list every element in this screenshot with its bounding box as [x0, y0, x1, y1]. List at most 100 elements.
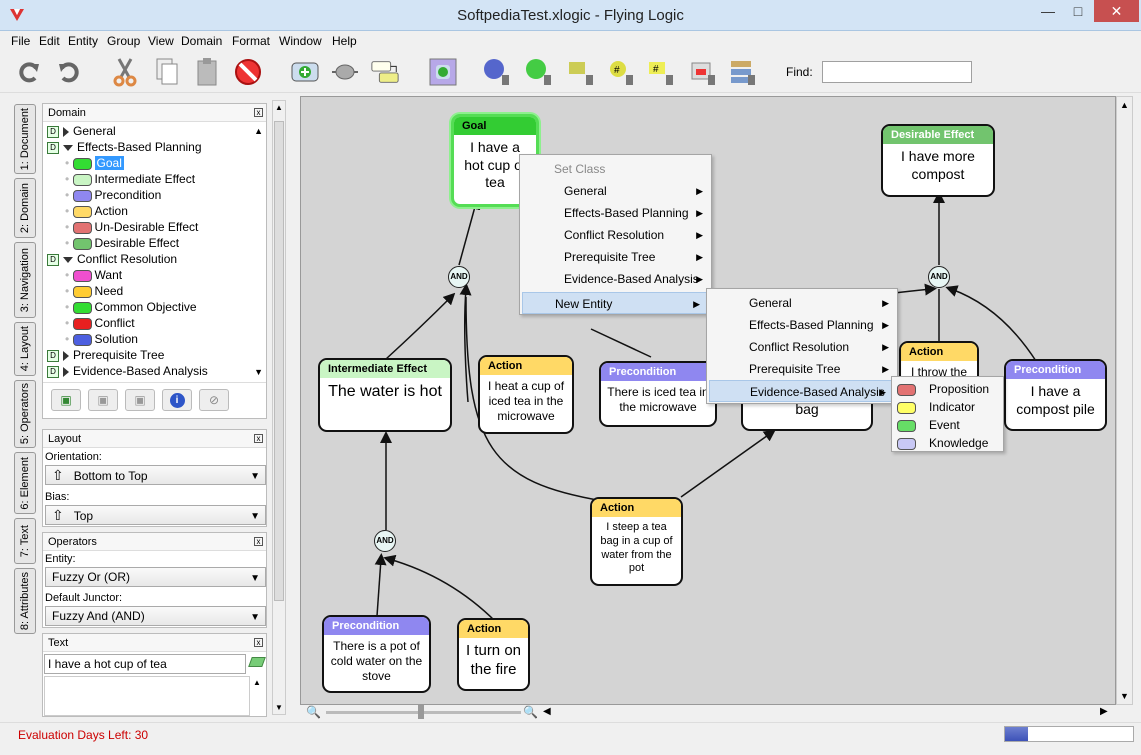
undo-icon[interactable] — [14, 56, 44, 88]
edit-icon[interactable] — [248, 657, 266, 667]
scroll-left-icon[interactable]: ◀ — [543, 706, 551, 717]
expand-icon[interactable] — [63, 366, 69, 377]
entity-intermediate-effect[interactable]: Intermediate Effect The water is hot — [318, 358, 452, 432]
menu-file[interactable]: File — [11, 34, 31, 48]
tree-class-goal[interactable]: • Goal — [65, 156, 124, 170]
entity-color-icon[interactable] — [482, 56, 512, 88]
entity-action-fire[interactable]: Action I turn on the fire — [457, 618, 530, 691]
new-edge-icon[interactable] — [370, 56, 400, 88]
remove-class-button[interactable]: ▣ — [88, 389, 118, 411]
new-junctor-icon[interactable] — [330, 56, 360, 88]
sidebar-scroll-thumb[interactable] — [274, 121, 284, 601]
bias-select[interactable]: ⇧ Top▼ — [45, 505, 266, 525]
and-junctor[interactable]: AND — [448, 266, 470, 288]
menu-item-new-entity[interactable]: New Entity▶ — [522, 292, 709, 314]
prohibit-button[interactable]: ⊘ — [199, 389, 229, 411]
collapse-icon[interactable] — [63, 144, 73, 151]
tab-domain[interactable]: 2: Domain — [14, 178, 36, 238]
menu-view[interactable]: View — [148, 34, 174, 48]
tree-class-solution[interactable]: • Solution — [65, 332, 138, 346]
zoom-slider-thumb[interactable] — [418, 705, 424, 719]
and-junctor[interactable]: AND — [374, 530, 396, 552]
menu-entity[interactable]: Entity — [68, 34, 99, 48]
tree-class-action[interactable]: • Action — [65, 204, 128, 218]
menu-item-knowledge[interactable]: Knowledge — [892, 432, 988, 454]
entity-precondition-compost[interactable]: Precondition I have a compost pile — [1004, 359, 1107, 431]
maximize-button[interactable]: □ — [1073, 3, 1083, 19]
scroll-down-icon[interactable]: ▼ — [254, 367, 263, 377]
menu-item-effects-based-planning[interactable]: Effects-Based Planning▶ — [564, 206, 703, 220]
submenu-item-conflict-resolution[interactable]: Conflict Resolution▶ — [749, 340, 889, 354]
new-class-button[interactable]: ▣ — [51, 389, 81, 411]
tree-class-want[interactable]: • Want — [65, 268, 123, 282]
menu-item-proposition[interactable]: Proposition — [892, 378, 989, 400]
duplicate-class-button[interactable]: ▣ — [125, 389, 155, 411]
close-button[interactable]: ✕ — [1094, 0, 1139, 22]
menu-domain[interactable]: Domain — [181, 34, 223, 48]
cut-icon[interactable] — [110, 56, 140, 88]
paste-icon[interactable] — [192, 56, 222, 88]
sidebar-scrollbar[interactable]: ▲ ▼ — [272, 100, 286, 715]
collapse-icon[interactable] — [728, 56, 758, 88]
tab-operators[interactable]: 5: Operators — [14, 380, 36, 448]
find-input[interactable] — [822, 61, 972, 83]
menu-item-indicator[interactable]: Indicator — [892, 396, 975, 418]
submenu-item-general[interactable]: General▶ — [749, 296, 889, 310]
entity-operator-select[interactable]: Fuzzy Or (OR)▼ — [45, 567, 266, 587]
menu-edit[interactable]: Edit — [39, 34, 60, 48]
minimize-button[interactable]: — — [1041, 3, 1055, 19]
collapse-icon[interactable] — [63, 256, 73, 263]
tree-class-common-objective[interactable]: • Common Objective — [65, 300, 197, 314]
menu-help[interactable]: Help — [332, 34, 357, 48]
menu-item-conflict-resolution[interactable]: Conflict Resolution▶ — [564, 228, 703, 242]
and-junctor[interactable]: AND — [928, 266, 950, 288]
tree-class-precondition[interactable]: • Precondition — [65, 188, 162, 202]
scroll-up-icon[interactable]: ▲ — [254, 126, 263, 136]
junctor-number-icon[interactable]: # — [646, 56, 676, 88]
tab-text[interactable]: 7: Text — [14, 518, 36, 564]
scroll-right-icon[interactable]: ▶ — [1100, 706, 1108, 717]
tree-class-need[interactable]: • Need — [65, 284, 124, 298]
tab-element[interactable]: 6: Element — [14, 452, 36, 514]
submenu-item-evidence-based-analysis[interactable]: Evidence-Based Analysis▶ — [709, 380, 895, 402]
predecessor-icon[interactable] — [566, 56, 596, 88]
tree-class-conflict[interactable]: • Conflict — [65, 316, 135, 330]
expand-icon[interactable] — [63, 126, 69, 137]
edge-weight-icon[interactable]: # — [606, 56, 636, 88]
junctor-select[interactable]: Fuzzy And (AND)▼ — [45, 606, 266, 626]
new-entity-icon[interactable] — [290, 56, 320, 88]
entity-action-heat[interactable]: Action I heat a cup of iced tea in the m… — [478, 355, 574, 434]
expand-icon[interactable] — [63, 350, 69, 361]
new-group-icon[interactable] — [428, 56, 458, 88]
menu-item-evidence-based-analysis[interactable]: Evidence-Based Analysis▶ — [564, 272, 703, 286]
close-icon[interactable]: x — [254, 537, 263, 546]
tree-class-desirable-effect[interactable]: • Desirable Effect — [65, 236, 180, 250]
submenu-item-prerequisite-tree[interactable]: Prerequisite Tree▶ — [749, 362, 889, 376]
group-icon[interactable] — [688, 56, 718, 88]
menu-item-prerequisite-tree[interactable]: Prerequisite Tree▶ — [564, 250, 703, 264]
tree-class-undesirable-effect[interactable]: • Un-Desirable Effect — [65, 220, 199, 234]
entity-desirable-effect[interactable]: Desirable Effect I have more compost — [881, 124, 995, 197]
successor-icon[interactable] — [524, 56, 554, 88]
entity-action-steep[interactable]: Action I steep a tea bag in a cup of wat… — [590, 497, 683, 586]
tab-attributes[interactable]: 8: Attributes — [14, 568, 36, 634]
tab-layout[interactable]: 4: Layout — [14, 322, 36, 376]
entity-precondition-pot[interactable]: Precondition There is a pot of cold wate… — [322, 615, 431, 693]
entity-precondition-iced-tea[interactable]: Precondition There is iced tea in the mi… — [599, 361, 717, 427]
redo-icon[interactable] — [54, 56, 84, 88]
zoom-out-icon[interactable]: 🔍 — [306, 705, 321, 719]
menu-window[interactable]: Window — [279, 34, 322, 48]
close-icon[interactable]: x — [254, 638, 263, 647]
close-icon[interactable]: x — [254, 434, 263, 443]
tab-document[interactable]: 1: Document — [14, 104, 36, 174]
canvas-vertical-scrollbar[interactable]: ▲ ▼ — [1116, 96, 1133, 705]
menu-format[interactable]: Format — [232, 34, 271, 48]
copy-icon[interactable] — [152, 56, 182, 88]
info-button[interactable]: i — [162, 389, 192, 411]
scroll-up-icon[interactable]: ▲ — [253, 678, 261, 687]
